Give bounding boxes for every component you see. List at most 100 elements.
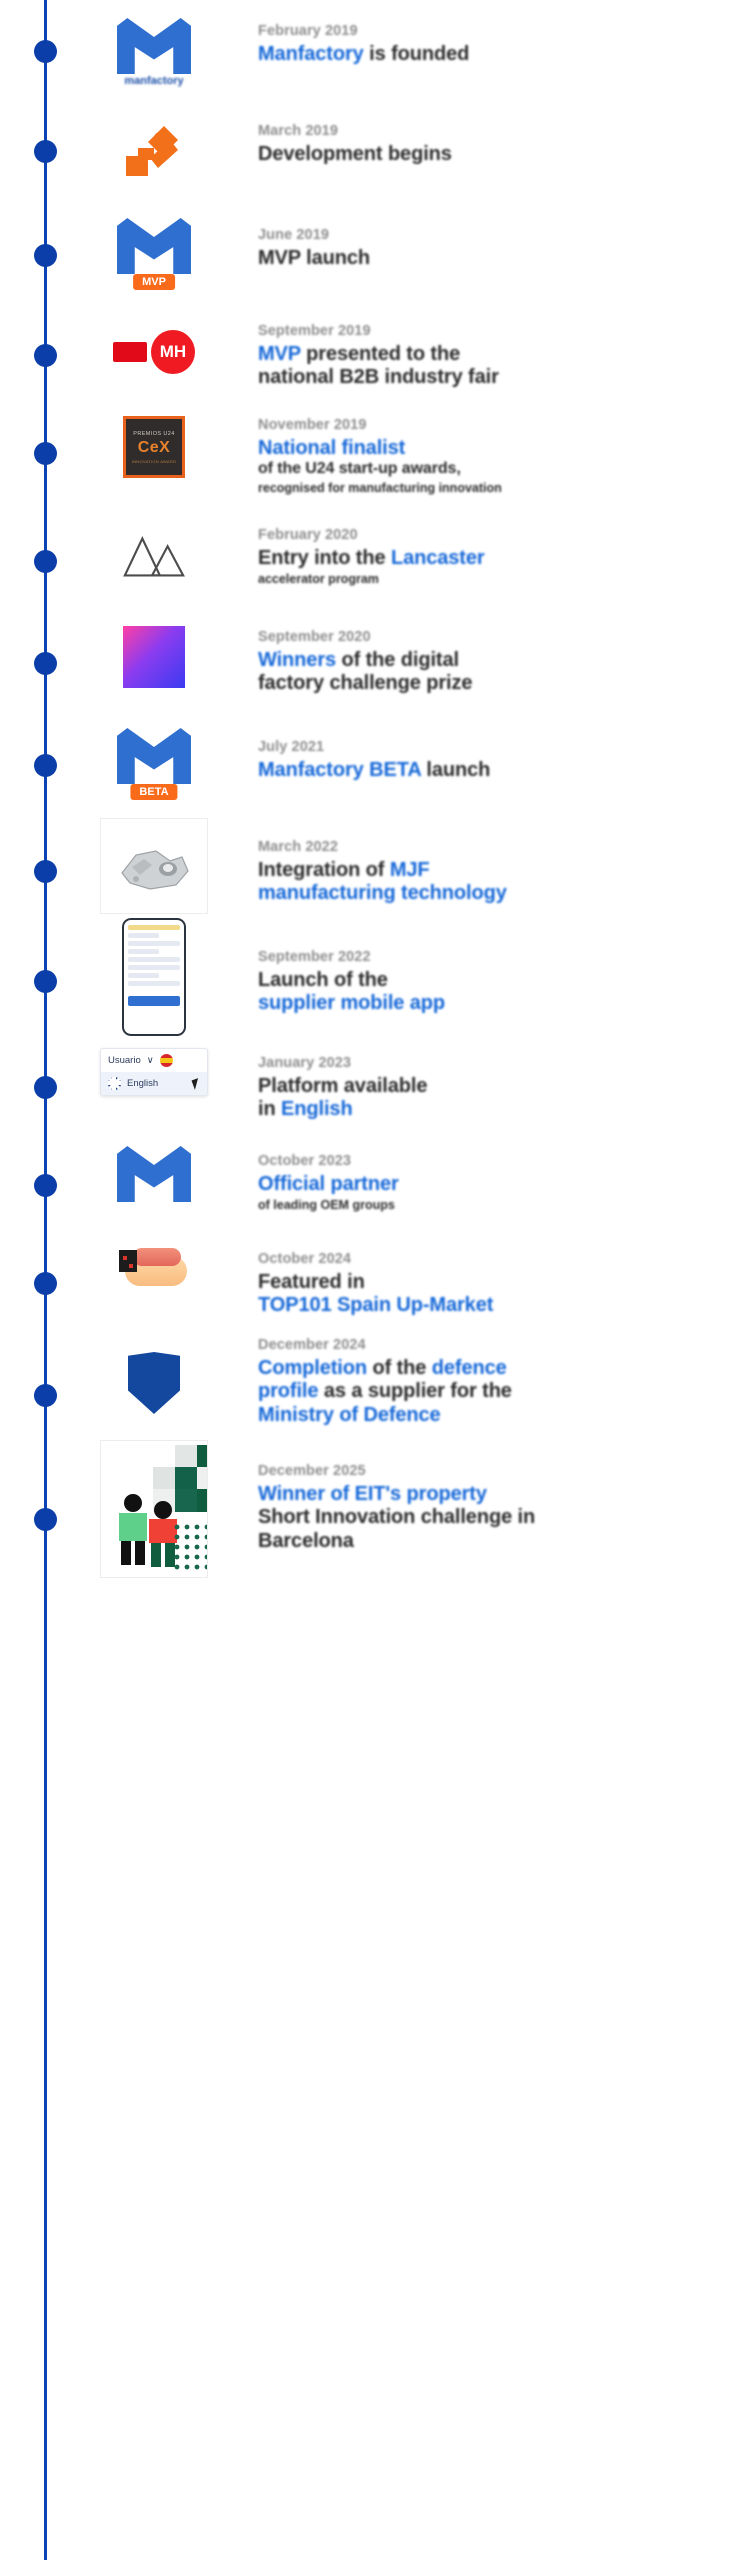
language-option-english[interactable]: English [101,1072,207,1095]
entry-media [100,1146,208,1220]
headline-line2-pre: profile [258,1380,319,1403]
entry-text: October 2023 Official partner of leading… [258,1152,678,1213]
entry-date: February 2020 [258,527,358,543]
entry-media [100,818,208,914]
headline-line2-highlight: TOP101 Spain Up-Market [258,1294,494,1317]
manfactory-logo-icon: MVP [111,218,197,292]
language-switcher-card[interactable]: Usuario ∨ English [100,1048,208,1096]
timeline-node [34,550,57,573]
timeline-node [34,1076,57,1099]
headline-line2-pre: in [258,1098,282,1121]
timeline-node [34,140,57,163]
entry-text: February 2019 Manfactory is founded [258,22,678,66]
entry-date: February 2019 [258,23,358,39]
defence-shield-icon [128,1352,180,1414]
entry-text: June 2019 MVP launch [258,226,678,270]
entry-headline-line2: factory challenge prize [258,672,473,695]
entry-date: September 2020 [258,629,371,645]
entry-text: November 2019 National finalist of the U… [258,416,678,496]
headline-line3-highlight: Ministry of Defence [258,1403,441,1426]
person-red-icon [149,1501,177,1567]
manfactory-logo-icon: manfactory [111,18,197,92]
entry-headline: Entry into the Lancaster [258,547,678,570]
entry-headline-line2: supplier mobile app [258,992,678,1015]
mvp-badge: MVP [133,274,175,290]
entry-headline: Manfactory is founded [258,43,678,66]
cax-award-plaque: PREMIOS U24 CeX INNOVATION AWARD [123,416,185,478]
beta-badge: BETA [130,784,178,800]
timeline-node [34,244,57,267]
entry-date: March 2019 [258,123,338,139]
entry-headline: Launch of the [258,969,388,992]
entry-subtext: recognised for manufacturing innovation [258,480,502,495]
entry-headline-line2: manufacturing technology [258,882,678,905]
headline-line2-highlight: English [281,1098,353,1121]
manufactured-part-photo [100,818,208,914]
entry-media: PREMIOS U24 CeX INNOVATION AWARD [100,416,208,478]
spain-flag-icon [159,1054,173,1067]
entry-text: October 2024 Featured in TOP101 Spain Up… [258,1250,678,1318]
entry-date: October 2023 [258,1153,352,1169]
entry-headline: MVP launch [258,247,370,270]
headline-post: presented to the [300,343,461,366]
mh-label: MH [151,330,195,374]
entry-media [100,1242,208,1298]
headline-highlight: Lancaster [390,547,485,570]
timeline-node [34,1384,57,1407]
manfactory-logo-icon: BETA [111,728,197,802]
language-option-label: English [127,1078,159,1089]
entry-media: Usuario ∨ English [100,1048,208,1096]
timeline-node [34,970,57,993]
entry-headline: Platform available [258,1075,428,1098]
entry-media: BETA [100,728,208,802]
timeline-node [34,860,57,883]
user-menu-row[interactable]: Usuario ∨ [101,1049,207,1072]
headline-highlight-2: defence [431,1357,507,1380]
headline-post: of the [367,1357,432,1380]
gradient-tile-icon [123,626,185,688]
headline-pre: Entry into the [258,547,391,570]
entry-media: MVP [100,218,208,292]
headline-post: is founded [363,43,470,66]
entry-date: July 2021 [258,739,325,755]
entry-date: December 2025 [258,1463,366,1479]
entry-headline: MVP presented to the [258,343,678,366]
entry-date: September 2022 [258,949,371,965]
headline-highlight: Manfactory BETA [258,759,421,782]
timeline-node [34,652,57,675]
headline-highlight: MJF [389,859,430,882]
user-label: Usuario [108,1055,141,1066]
headline-line2-post: as a supplier for the [318,1380,512,1403]
entry-headline-line2: in English [258,1098,678,1121]
uk-flag-icon [108,1077,121,1090]
entry-text: December 2024 Completion of the defence … [258,1336,678,1427]
headline-post: launch [420,759,491,782]
entry-headline: Winners of the digital [258,649,678,672]
headline-highlight: Completion [258,1357,367,1380]
entry-text: March 2022 Integration of MJF manufactur… [258,838,678,906]
entry-media [100,918,208,1036]
entry-headline-line3: Barcelona [258,1529,354,1552]
cax-bottom-text: INNOVATION AWARD [131,458,177,464]
entry-media [100,118,208,182]
entry-headline: Integration of MJF [258,859,678,882]
entry-media: manfactory [100,18,208,92]
manfactory-logo-icon [111,1146,197,1220]
entry-media [100,1440,208,1578]
entry-text: September 2020 Winners of the digital fa… [258,628,678,696]
timeline-node [34,1272,57,1295]
mh-logo-icon: MH [113,330,195,374]
entry-text: July 2021 Manfactory BETA launch [258,738,678,782]
entry-headline: Development begins [258,143,452,166]
entry-media [100,532,208,580]
entry-subtext: of leading OEM groups [258,1198,395,1213]
headline-highlight: National finalist [258,437,406,460]
timeline-node [34,344,57,367]
entry-headline-line2: profile as a supplier for the [258,1380,678,1403]
timeline-node [34,1174,57,1197]
entry-headline: Manfactory BETA launch [258,759,678,782]
headline-pre: Integration of [258,859,390,882]
entry-headline-line3: Ministry of Defence [258,1404,678,1427]
entry-headline-line2: TOP101 Spain Up-Market [258,1294,678,1317]
